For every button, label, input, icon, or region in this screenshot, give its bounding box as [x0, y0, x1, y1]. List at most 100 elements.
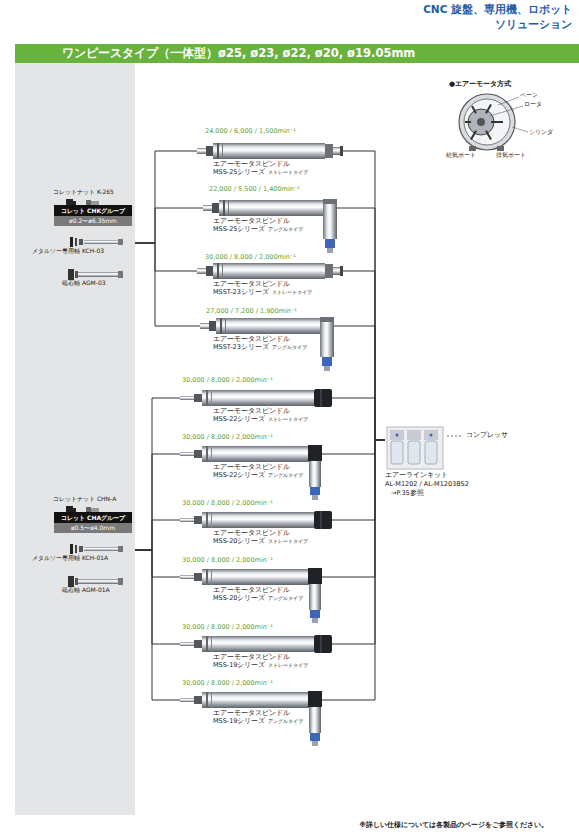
collet-group-tag: コレット CHAグループø0.5〜ø4.0mm: [54, 512, 132, 533]
connector-line: [135, 550, 180, 700]
product-name: エアーモータスピンドル: [213, 161, 290, 168]
type-name: アングルタイプ: [268, 719, 303, 725]
series-name: MSST-23シリーズ: [213, 289, 269, 296]
speed-spec: 30,000 / 8,000 / 2,000min⁻¹: [182, 680, 273, 687]
name-line: MSST-23シリーズストレートタイプ: [213, 289, 312, 296]
product-name: エアーモータスピンドル: [213, 336, 290, 343]
spindle-item: 30,000 / 8,000 / 2,000min⁻¹ エアーモータスピンドルMS…: [180, 500, 332, 550]
air-line-kit: エアーラインキットAL-M1202 / AL-M1203BS2→P.35参照: [385, 424, 469, 500]
header-category: CNC 旋盤、専用機、ロボット: [423, 3, 572, 15]
name-line: MSS-25シリーズアングルタイプ: [213, 226, 303, 233]
speed-spec: 24,000 / 6,000 / 1,500min⁻¹: [205, 128, 296, 135]
connector-line: [135, 550, 180, 577]
spindle-item: 24,000 / 6,000 / 1,500min⁻¹ エアーモータスピンドルMS…: [197, 128, 343, 181]
inset-title: ●エアーモータ方式: [449, 80, 511, 88]
product-name: エアーモータスピンドル: [213, 530, 290, 537]
item-label: コレットナット CHN-A: [53, 496, 116, 503]
type-name: アングルタイプ: [268, 596, 303, 602]
connector-line: [135, 520, 180, 550]
name-line: MSS-22シリーズアングルタイプ: [213, 472, 303, 479]
side-panel: [15, 63, 135, 815]
spindle-item: 30,000 / 8,000 / 2,000min⁻¹ エアーモータスピンドルMS…: [180, 624, 332, 674]
series-name: MSS-19シリーズ: [213, 718, 265, 725]
connector-line: [322, 440, 385, 700]
connector-line: [135, 208, 203, 243]
speed-spec: 30,000 / 8,000 / 2,000min⁻¹: [182, 500, 273, 507]
spindle-item: 22,000 / 5,500 / 1,400min⁻¹ エアーモータスピンドルMS…: [203, 186, 337, 238]
footnote: ※詳しい仕様については各製品のページをご参照ください。: [359, 821, 548, 829]
section-title: ワンピースタイプ（一体型）ø25, ø23, ø22, ø20, ø19.05m…: [62, 47, 415, 60]
product-name: エアーモータスピンドル: [213, 587, 290, 594]
item-label: エアーラインキット: [385, 472, 448, 479]
name-line: MSS-22シリーズストレートタイプ: [213, 416, 308, 423]
connector-line: [135, 454, 180, 550]
item-label: メタルソー専用軸 KCH-01A: [32, 555, 108, 562]
part-name: 排気ポート: [496, 152, 526, 158]
connector-line: [135, 550, 180, 644]
series-name: MSS-22シリーズ: [213, 416, 265, 423]
part-name: ロータ: [524, 101, 542, 107]
leader-dots: [447, 435, 461, 437]
item-label: 砥石軸 AGM-01A: [62, 587, 110, 594]
accessory-group: コレットナット K-265 メタルソー専用軸 KCH-03 砥石軸 AGM-03 コレ…: [20, 185, 135, 291]
item-label: メタルソー専用軸 KCH-03: [32, 248, 104, 255]
series-name: MSST-23シリーズ: [213, 344, 269, 351]
connector-line: [332, 440, 385, 520]
product-name: エアーモータスピンドル: [213, 710, 290, 717]
series-name: MSS-22シリーズ: [213, 472, 265, 479]
speed-spec: 30,000 / 8,000 / 2,000min⁻¹: [205, 254, 296, 261]
collet-group-name: ø0.2〜ø6.35mm: [54, 216, 132, 226]
item-label: 砥石軸 AGM-03: [62, 280, 106, 287]
item-label: AL-M1202 / AL-M1203BS2: [385, 481, 469, 488]
type-name: アングルタイプ: [268, 227, 303, 233]
connector-line: [343, 271, 385, 440]
series-name: MSS-19シリーズ: [213, 662, 265, 669]
product-name: エアーモータスピンドル: [213, 464, 290, 471]
product-name: エアーモータスピンドル: [213, 281, 290, 288]
speed-spec: 30,000 / 8,000 / 2,000min⁻¹: [182, 624, 273, 631]
collet-group-tag: コレット CHKグループø0.2〜ø6.35mm: [54, 205, 132, 226]
speed-spec: 27,000 / 7,200 / 1,900min⁻¹: [206, 308, 297, 315]
name-line: MSS-19シリーズアングルタイプ: [213, 718, 303, 725]
connector-line: [135, 398, 180, 550]
name-line: MSS-20シリーズアングルタイプ: [213, 595, 303, 602]
type-name: アングルタイプ: [268, 473, 303, 479]
spindle-illustrations: [180, 143, 343, 746]
part-name: ベーン: [520, 92, 538, 98]
connector-line: [135, 243, 200, 326]
air-line-kit-illustration: [387, 427, 443, 469]
item-label: コレットナット K-265: [53, 189, 114, 196]
spindle-item: 30,000 / 8,000 / 2,000min⁻¹ エアーモータスピンドルMS…: [197, 254, 343, 301]
type-name: ストレートタイプ: [268, 663, 308, 669]
title-bar: [15, 44, 579, 63]
collet-group-name: コレット CHAグループ: [54, 512, 132, 523]
type-name: ストレートタイプ: [268, 170, 308, 176]
speed-spec: 30,000 / 8,000 / 2,000min⁻¹: [182, 557, 273, 564]
part-name: シリンダ: [529, 129, 553, 135]
product-name: エアーモータスピンドル: [213, 218, 290, 225]
name-line: MSS-20シリーズストレートタイプ: [213, 538, 308, 545]
accessory-group: コレットナット CHN-A メタルソー専用軸 KCH-01A 砥石軸 AGM-01A…: [20, 492, 135, 598]
speed-spec: 30,000 / 8,000 / 2,000min⁻¹: [182, 434, 273, 441]
series-name: MSS-25シリーズ: [213, 169, 265, 176]
collet-group-name: コレット CHKグループ: [54, 205, 132, 216]
spindle-item: 30,000 / 8,000 / 2,000min⁻¹ エアーモータスピンドルMS…: [180, 557, 322, 607]
series-name: MSS-20シリーズ: [213, 595, 265, 602]
connector-line: [334, 326, 385, 440]
spindle-item: 30,000 / 8,000 / 2,000min⁻¹エアーモータスピンドルMS…: [180, 377, 332, 428]
connector-line: [332, 398, 385, 440]
spindle-item: 30,000 / 8,000 / 2,000min⁻¹ エアーモータスピンドルMS…: [180, 680, 322, 730]
connector-line: [322, 440, 385, 577]
product-name: エアーモータスピンドル: [213, 654, 290, 661]
collet-group-name: ø0.5〜ø4.0mm: [54, 523, 132, 533]
series-name: MSS-20シリーズ: [213, 538, 265, 545]
header-category: ソリューション: [495, 18, 572, 30]
air-motor-diagram: [459, 94, 528, 151]
speed-spec: 22,000 / 5,500 / 1,400min⁻¹: [209, 186, 300, 193]
part-name: 給気ポート: [446, 152, 476, 158]
connector-line: [343, 151, 385, 440]
type-name: ストレートタイプ: [268, 539, 308, 545]
type-name: アングルタイプ: [272, 345, 307, 351]
part-name: コンプレッサ: [466, 432, 508, 439]
